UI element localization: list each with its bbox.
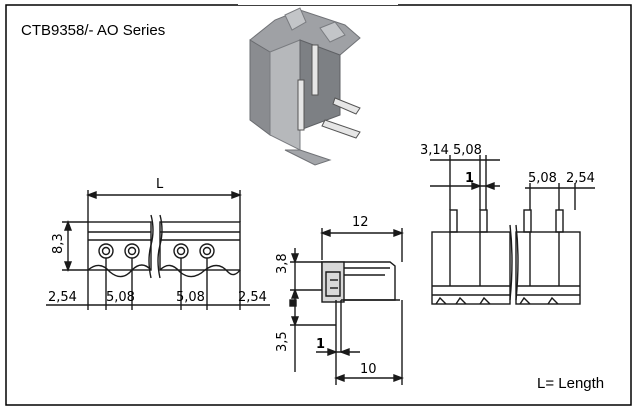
side-view-drawing: [289, 228, 404, 385]
front-view-drawing: [46, 190, 270, 310]
pin-2: [297, 79, 305, 131]
front-height-label: 8,3: [51, 233, 66, 254]
front-pitch-mid-2: 5,08: [176, 290, 205, 305]
top-pitch-right-1: 5,08: [528, 171, 557, 186]
top-offset-label: 3,14: [420, 143, 449, 158]
top-pin-label: 1: [465, 171, 474, 186]
side-bottom-label: 3,5: [275, 331, 290, 352]
side-pin-label: 1: [316, 337, 325, 352]
pin-1: [311, 44, 319, 96]
top-pitch-right-2: 2,54: [566, 171, 595, 186]
front-pitch-left: 2,54: [48, 290, 77, 305]
front-length-label: L: [156, 177, 164, 192]
side-pin-length-label: 10: [360, 362, 377, 377]
front-pitch-right: 2,54: [238, 290, 267, 305]
top-pitch-label: 5,08: [453, 143, 482, 158]
side-top-label: 3,8: [275, 253, 290, 274]
connector-photo: [238, 0, 398, 166]
top-view-drawing: [430, 155, 595, 305]
length-legend-note: L= Length: [537, 375, 605, 392]
side-width-label: 12: [352, 215, 369, 230]
front-pitch-mid-1: 5,08: [106, 290, 135, 305]
series-title: CTB9358/- AO Series: [21, 22, 166, 39]
